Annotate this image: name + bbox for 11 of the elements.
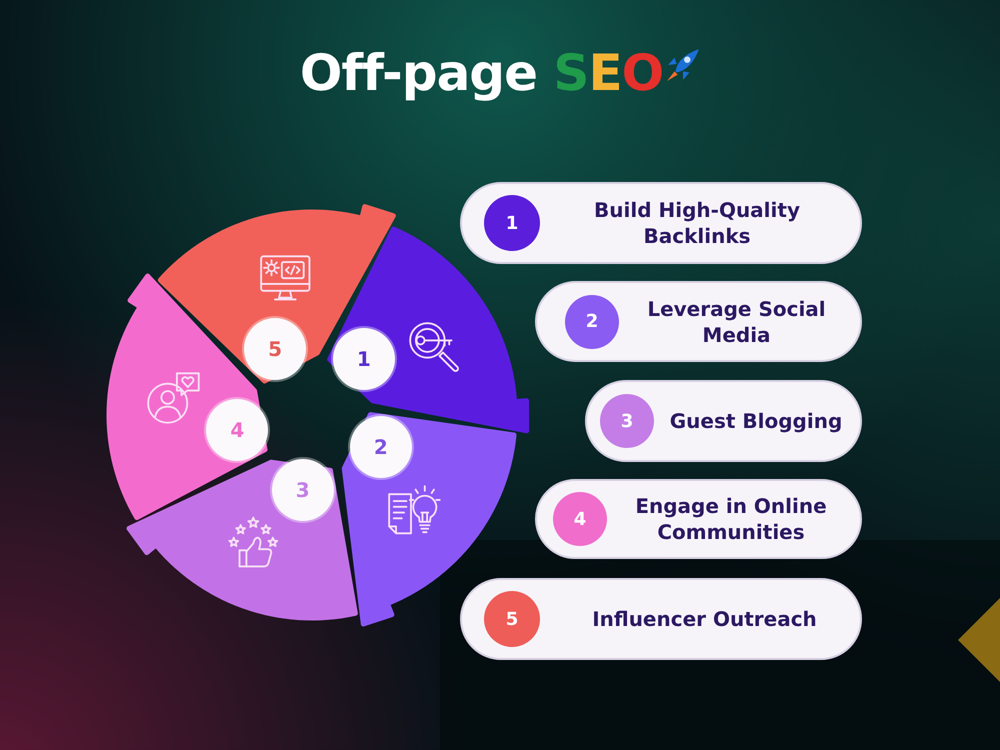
page-title: Off-page SEO	[300, 46, 664, 101]
step-label: Engage in Online Communities	[634, 493, 828, 545]
number-circle: 2	[565, 294, 619, 348]
number-circle: 4	[553, 492, 607, 546]
step-label: Build High-Quality Backlinks	[593, 197, 801, 249]
step-label: Influencer Outreach	[591, 606, 818, 632]
step-label: Guest Blogging	[668, 408, 844, 434]
number-circle: 3	[600, 394, 654, 448]
number-circle: 5	[484, 591, 540, 647]
step-label: Leverage Social Media	[646, 296, 827, 348]
number-circle: 1	[484, 195, 540, 251]
